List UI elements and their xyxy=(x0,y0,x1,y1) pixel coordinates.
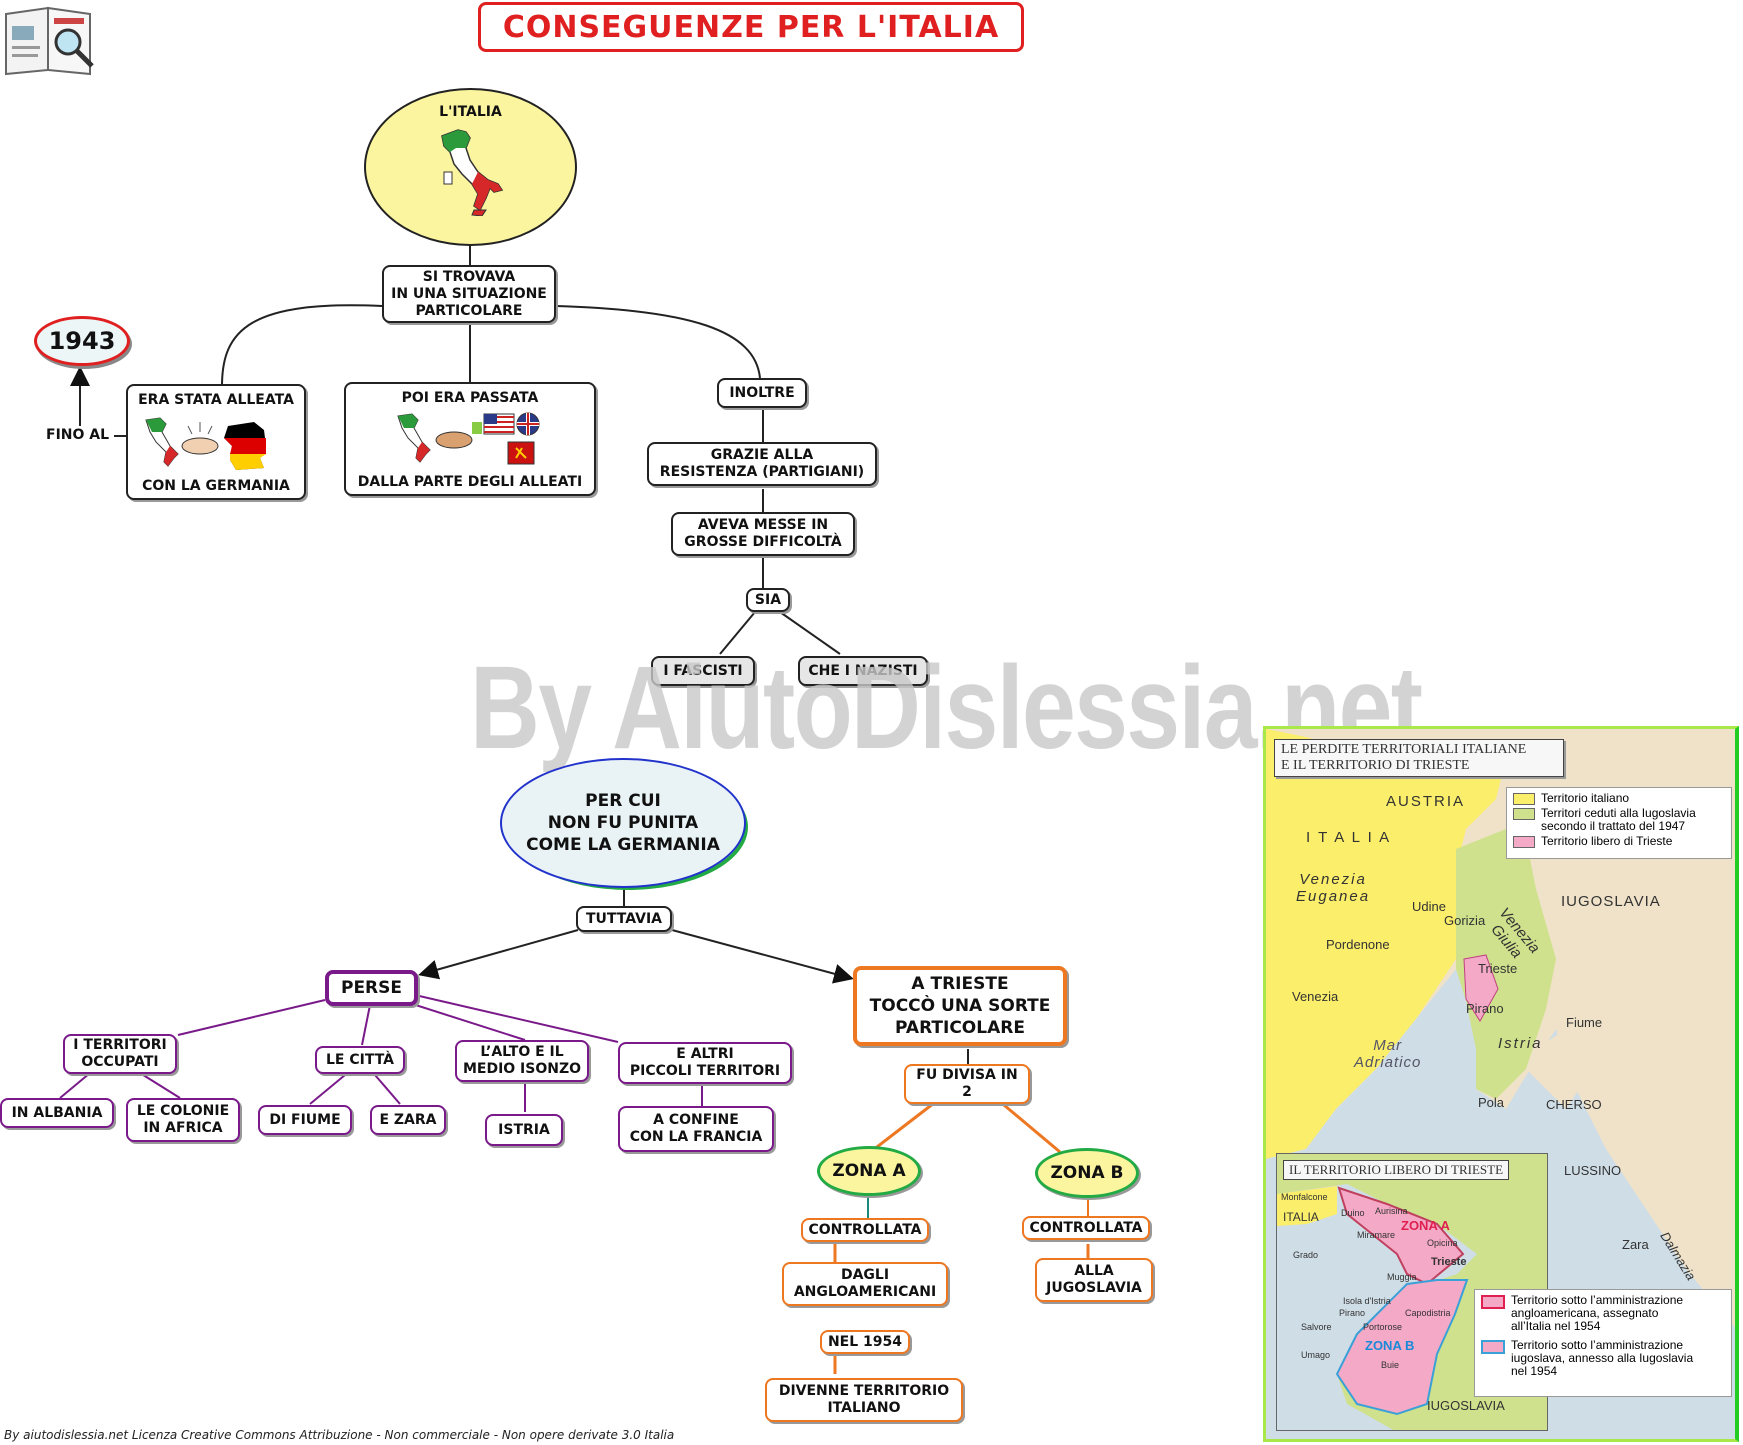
inset-title: IL TERRITORIO LIBERO DI TRIESTE xyxy=(1283,1160,1510,1180)
fino-al-label: FINO AL xyxy=(46,427,110,443)
angloamericani-node: DAGLI ANGLOAMERICANI xyxy=(782,1262,948,1306)
difficolta-node: AVEVA MESSE IN GROSSE DIFFICOLTÀ xyxy=(671,512,855,556)
map-title: LE PERDITE TERRITORIALI ITALIANE E IL TE… xyxy=(1274,739,1564,777)
map-austria: AUSTRIA xyxy=(1386,793,1466,810)
inset-isola: Isola d'Istria xyxy=(1343,1296,1391,1306)
resistenza-node: GRAZIE ALLA RESISTENZA (PARTIGIANI) xyxy=(647,442,877,486)
alleata-top-label: ERA STATA ALLEATA xyxy=(138,392,294,408)
fiume-node: DI FIUME xyxy=(258,1105,352,1135)
map-lussino: LUSSINO xyxy=(1564,1163,1622,1178)
legend-ceduti: Territori ceduti alla Iugoslavia secondo… xyxy=(1541,806,1696,833)
year-label: 1943 xyxy=(48,327,116,355)
map-gorizia: Gorizia xyxy=(1444,913,1486,928)
alleata-bottom-label: CON LA GERMANIA xyxy=(142,478,290,494)
zona-b-node: ZONA B xyxy=(1035,1148,1139,1198)
altri-node: E ALTRI PICCOLI TERRITORI xyxy=(618,1042,792,1084)
inset-iugoslavia: IUGOSLAVIA xyxy=(1427,1398,1505,1413)
inset-zona-a: ZONA A xyxy=(1401,1218,1450,1233)
anno-node: NEL 1954 xyxy=(820,1330,910,1354)
inset-legend-a: Territorio sotto l’amministrazione anglo… xyxy=(1511,1293,1684,1333)
inset-pirano: Pirano xyxy=(1339,1308,1366,1318)
zona-a-node: ZONA A xyxy=(817,1146,921,1196)
license-footer: By aiutodislessia.net Licenza Creative C… xyxy=(4,1428,675,1442)
inset-umago: Umago xyxy=(1301,1350,1331,1360)
map-fiume: Fiume xyxy=(1566,1015,1603,1030)
isonzo-node: L’ALTO E IL MEDIO ISONZO xyxy=(455,1040,589,1082)
allies-flags-icon xyxy=(397,412,540,465)
book-logo-icon xyxy=(2,4,98,76)
map-legend: Territorio italiano Territori ceduti all… xyxy=(1506,787,1732,859)
per-cui-node: PER CUI NON FU PUNITA COME LA GERMANIA xyxy=(500,758,746,888)
territori-node: I TERRITORI OCCUPATI xyxy=(63,1034,177,1074)
legend-italiano: Territorio italiano xyxy=(1541,791,1630,805)
inset-portorose: Portorose xyxy=(1363,1322,1403,1332)
inset-muggia: Muggia xyxy=(1387,1272,1417,1282)
inset-aurisina: Aurisina xyxy=(1375,1206,1408,1216)
alleata-node: ERA STATA ALLEATA CON LA GERMANIA xyxy=(126,384,306,500)
controllata-a-node: CONTROLLATA xyxy=(801,1218,929,1242)
colonie-node: LE COLONIE IN AFRICA xyxy=(126,1098,240,1142)
inset-italia: ITALIA xyxy=(1283,1210,1319,1224)
inset-salvore: Salvore xyxy=(1301,1322,1332,1332)
map-istria: Istria xyxy=(1498,1035,1543,1052)
inset-swatch-a xyxy=(1481,1295,1505,1309)
francia-node: A CONFINE CON LA FRANCIA xyxy=(618,1106,774,1152)
map-pordenone: Pordenone xyxy=(1326,937,1390,952)
sia-node: SIA xyxy=(746,588,790,612)
map-venezia-euganea: Venezia Euganea xyxy=(1296,871,1371,905)
year-node: 1943 xyxy=(34,316,130,366)
map-venezia: Venezia xyxy=(1292,989,1339,1004)
inset-buie: Buie xyxy=(1381,1360,1400,1370)
italy-map-icon xyxy=(441,129,504,216)
legend-libero: Territorio libero di Trieste xyxy=(1541,834,1673,848)
inset-swatch-b xyxy=(1481,1340,1505,1354)
inoltre-node: INOLTRE xyxy=(717,378,807,408)
map-trieste: Trieste xyxy=(1478,961,1518,976)
istria-node: ISTRIA xyxy=(485,1114,563,1146)
page-title: CONSEGUENZE PER L'ITALIA xyxy=(478,2,1024,52)
trieste-node: A TRIESTE TOCCÒ UNA SORTE PARTICOLARE xyxy=(853,966,1067,1046)
tuttavia-node: TUTTAVIA xyxy=(576,906,672,932)
inset-miramare: Miramare xyxy=(1357,1230,1396,1240)
jugoslavia-node: ALLA JUGOSLAVIA xyxy=(1035,1258,1153,1302)
passata-top-label: POI ERA PASSATA xyxy=(401,390,539,406)
inset-legend-b: Territorio sotto l’amministrazione iugos… xyxy=(1511,1338,1694,1378)
citta-node: LE CITTÀ xyxy=(315,1046,405,1074)
historical-map: LE PERDITE TERRITORIALI ITALIANE E IL TE… xyxy=(1263,726,1739,1442)
legend-swatch-libero xyxy=(1513,836,1535,848)
fascisti-node: I FASCISTI xyxy=(651,656,755,686)
inset-opicina: Opicina xyxy=(1427,1238,1458,1248)
divisa-node: FU DIVISA IN 2 xyxy=(904,1064,1030,1104)
map-udine: Udine xyxy=(1412,899,1446,914)
nazisti-node: CHE I NAZISTI xyxy=(798,656,928,686)
situazione-node: SI TROVAVA IN UNA SITUAZIONE PARTICOLARE xyxy=(382,265,556,323)
legend-swatch-ceduti xyxy=(1513,808,1535,820)
perse-node: PERSE xyxy=(325,970,418,1006)
divenne-node: DIVENNE TERRITORIO ITALIANO xyxy=(765,1378,963,1422)
passata-bottom-label: DALLA PARTE DEGLI ALLEATI xyxy=(357,474,583,490)
legend-swatch-italiano xyxy=(1513,793,1535,805)
map-mar-adriatico: Mar Adriatico xyxy=(1354,1037,1422,1071)
inset-capodistria: Capodistria xyxy=(1405,1308,1451,1318)
controllata-b-node: CONTROLLATA xyxy=(1022,1216,1150,1240)
inset-monfalcone: Monfalcone xyxy=(1281,1192,1328,1202)
italy-germany-alliance-icon xyxy=(145,417,266,470)
inset-duino: Duino xyxy=(1341,1208,1365,1218)
map-pola: Pola xyxy=(1478,1095,1505,1110)
map-pirano: Pirano xyxy=(1466,1001,1504,1016)
italia-label: L'ITALIA xyxy=(439,104,502,120)
italia-node: L'ITALIA xyxy=(364,88,577,246)
map-cherso: CHERSO xyxy=(1546,1097,1602,1112)
map-iugoslavia: IUGOSLAVIA xyxy=(1561,893,1661,910)
map-italia: I T A L I A xyxy=(1306,829,1392,846)
inset-trieste: Trieste xyxy=(1431,1256,1467,1268)
albania-node: IN ALBANIA xyxy=(0,1098,114,1128)
zara-node: E ZARA xyxy=(370,1105,446,1135)
inset-grado: Grado xyxy=(1293,1250,1319,1260)
inset-legend: Territorio sotto l’amministrazione anglo… xyxy=(1474,1289,1732,1397)
inset-zona-b: ZONA B xyxy=(1365,1338,1415,1353)
passata-node: POI ERA PASSATA DALLA PARTE DEGLI ALLEAT… xyxy=(344,382,596,496)
map-zara: Zara xyxy=(1622,1237,1649,1252)
